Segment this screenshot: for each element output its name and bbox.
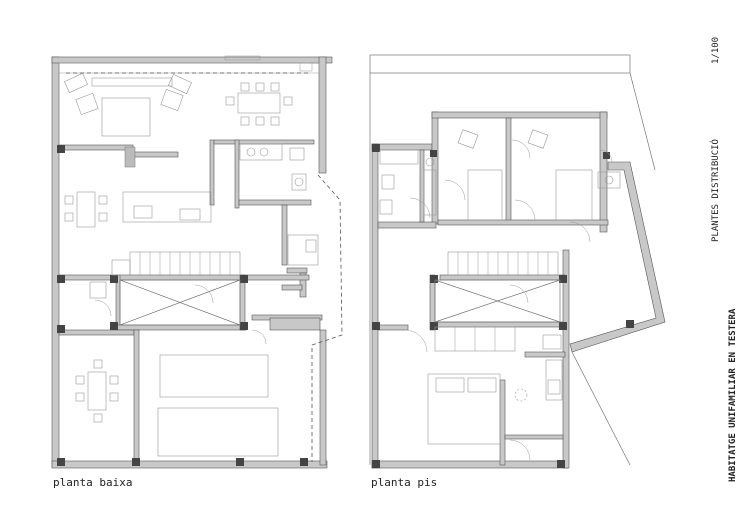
sheet-title: PLANTES DISTRIBUCIÓ bbox=[711, 139, 721, 242]
upper-floor-label: planta pis bbox=[371, 476, 438, 489]
ground-floor-label: planta baixa bbox=[53, 476, 133, 489]
project-title: HABITATGE UNIFAMILIAR EN TESTERA bbox=[728, 308, 738, 482]
drawing-scale: 1/100 bbox=[711, 36, 721, 64]
ground-floor-plan bbox=[51, 55, 343, 469]
upper-floor-plan bbox=[369, 54, 666, 469]
